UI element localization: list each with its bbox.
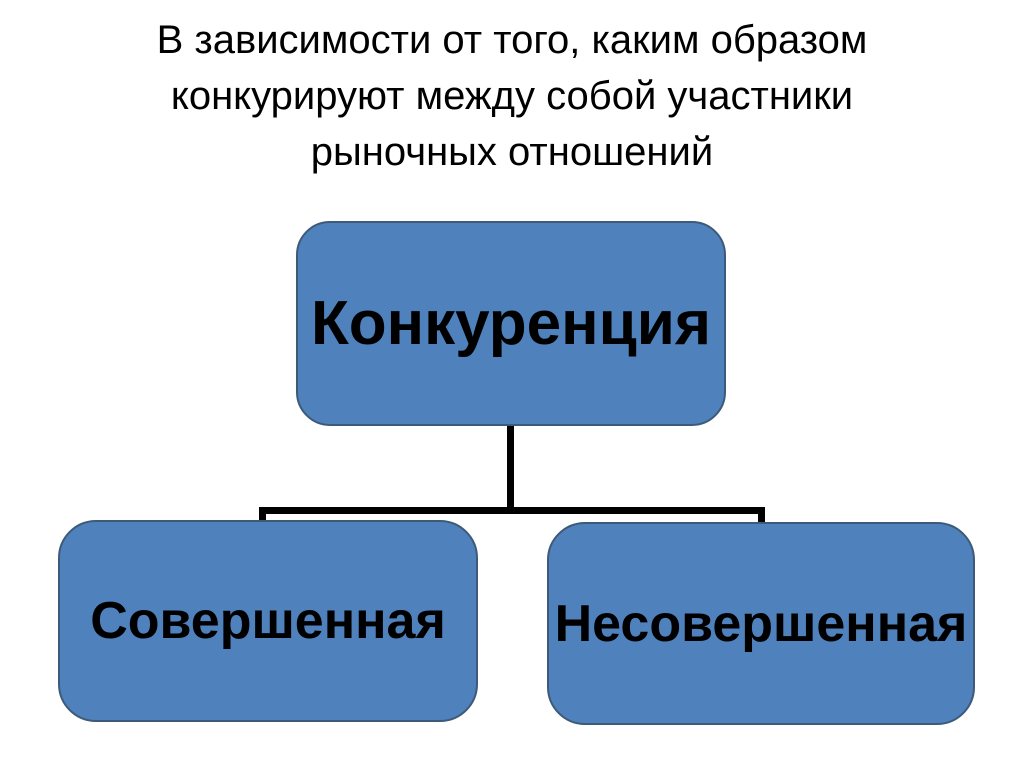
connector-stub-left bbox=[259, 507, 266, 526]
connector-horizontal bbox=[259, 507, 765, 514]
slide-title: В зависимости от того, каким образом кон… bbox=[0, 12, 1024, 180]
connector-stub-right bbox=[758, 507, 765, 526]
root-node-label: Конкуренция bbox=[310, 289, 712, 358]
connector-root-vertical bbox=[507, 425, 514, 512]
title-line-3: рыночных отношений bbox=[310, 130, 714, 174]
root-node-competition: Конкуренция bbox=[296, 221, 726, 426]
child-node-imperfect-label: Несовершенная bbox=[554, 594, 968, 653]
child-node-imperfect: Несовершенная bbox=[547, 522, 975, 725]
title-line-1: В зависимости от того, каким образом bbox=[156, 18, 868, 62]
child-node-perfect: Совершенная bbox=[58, 520, 478, 722]
child-node-perfect-label: Совершенная bbox=[90, 592, 446, 650]
title-line-2: конкурируют между собой участники bbox=[170, 74, 854, 118]
